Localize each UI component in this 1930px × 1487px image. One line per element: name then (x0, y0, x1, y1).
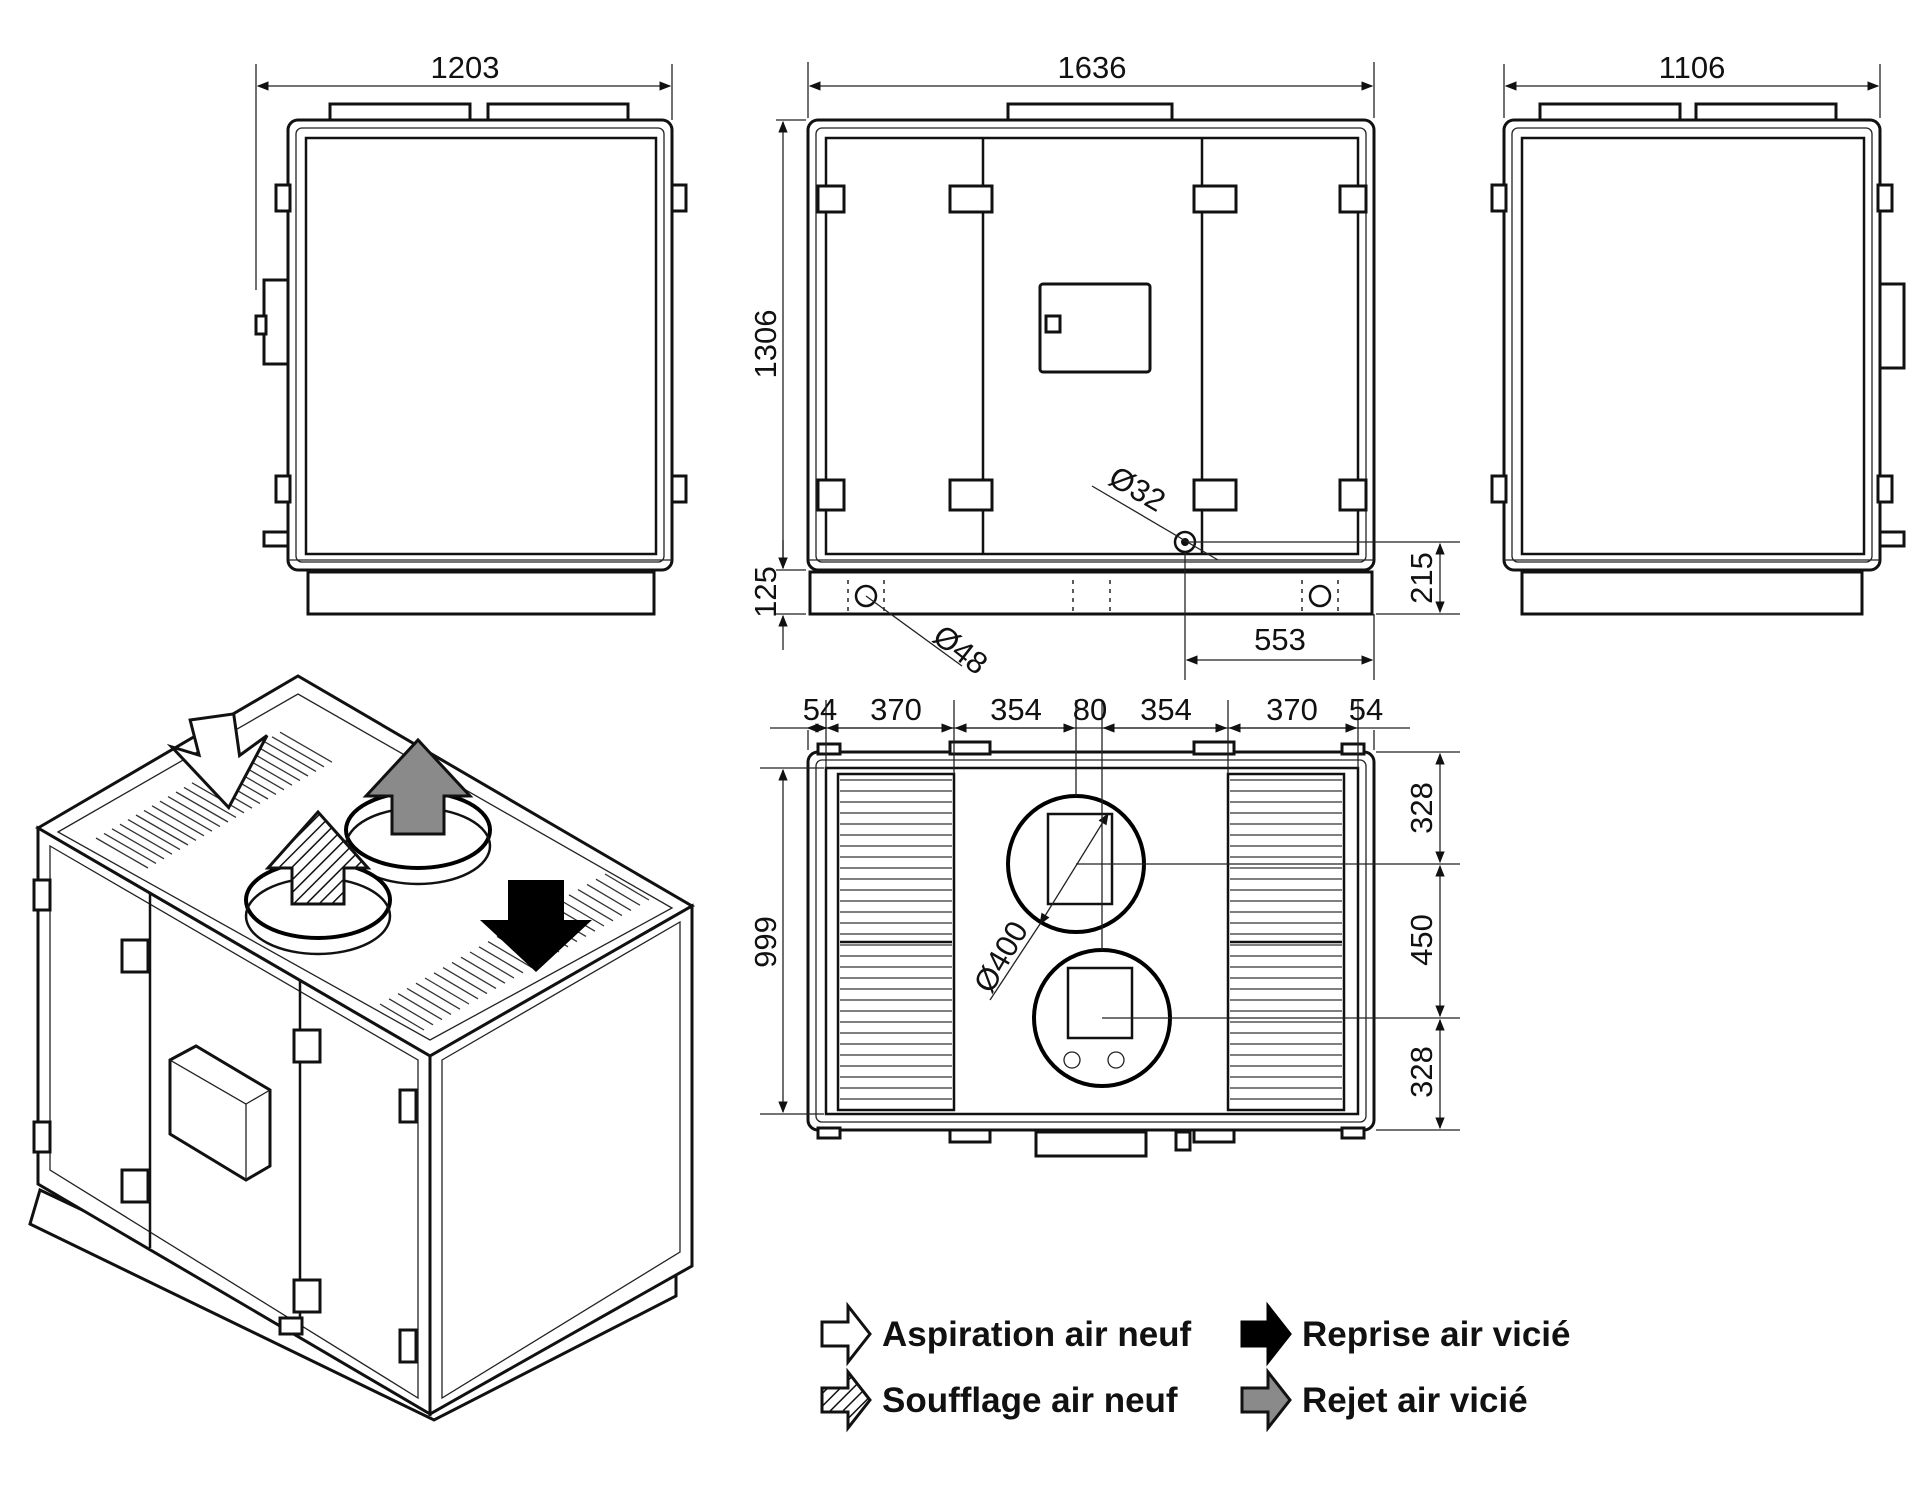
outline-arrow-icon (820, 1301, 872, 1367)
legend-soufflage: Soufflage air neuf (820, 1367, 1178, 1433)
iso-fin-line (183, 786, 237, 818)
dim-top-354-right: 354 (1140, 692, 1192, 727)
iso-fin-line (263, 740, 317, 772)
iso-fin-line (111, 828, 165, 860)
gray-arrow-icon (1240, 1367, 1292, 1433)
iso-fin-line (577, 889, 623, 917)
iso-fin-line (559, 899, 605, 927)
iso-fin-line (406, 987, 452, 1015)
iso-fin-line (255, 745, 309, 777)
iso-fin-line (151, 805, 205, 837)
dim-back-width: 1106 (1659, 50, 1726, 85)
dim-side-width: 1636 (1058, 50, 1127, 85)
dim-spigot-328-bottom: 328 (1404, 1046, 1439, 1098)
black-arrow-icon (1240, 1301, 1292, 1367)
dim-front-width: 1203 (431, 50, 500, 85)
iso-fin-line (586, 883, 632, 911)
reprise-arrow-icon (480, 880, 592, 972)
iso-fin-line (167, 796, 221, 828)
hatched-arrow-icon (820, 1367, 872, 1433)
iso-fin-line (271, 736, 325, 768)
legend-rejet: Rejet air vicié (1240, 1367, 1528, 1433)
iso-fin-line (451, 961, 497, 989)
iso-fin-line (397, 993, 443, 1021)
side-view: 1636 1306 125 Ø32 Ø48 215 553 (748, 50, 1460, 682)
dim-top-54-left: 54 (803, 692, 837, 727)
fins-left (840, 779, 952, 1100)
dim-top-370-left: 370 (870, 692, 922, 727)
iso-fin-line (568, 894, 614, 922)
dim-top-354-left: 354 (990, 692, 1042, 727)
iso-fin-line (95, 837, 149, 869)
iso-fin-line (415, 982, 461, 1010)
aspiration-arrow-icon (166, 712, 269, 811)
dim-top-54-right: 54 (1349, 692, 1383, 727)
iso-fin-line (478, 946, 524, 974)
iso-fin-line (103, 832, 157, 864)
iso-fin-line (487, 941, 533, 969)
dim-drain-offset: 553 (1254, 622, 1306, 657)
fins-right (1230, 779, 1342, 1100)
legend-rejet-label: Rejet air vicié (1302, 1381, 1528, 1420)
dim-height: 1306 (748, 310, 783, 379)
legend-aspiration-label: Aspiration air neuf (882, 1315, 1192, 1354)
iso-fin-line (119, 823, 173, 855)
dim-base-height: 125 (748, 566, 783, 618)
legend-reprise-label: Reprise air vicié (1302, 1315, 1571, 1354)
iso-fin-line (460, 956, 506, 984)
top-view: Ø400 54 370 354 80 354 370 54 999 (748, 692, 1460, 1158)
rejet-arrow-icon (362, 737, 474, 836)
iso-fin-line (604, 873, 650, 901)
iso-fin-line (442, 967, 488, 995)
dim-depth: 999 (748, 916, 783, 968)
iso-fin-line (175, 791, 229, 823)
iso-fin-line (595, 878, 641, 906)
iso-fin-line (469, 951, 515, 979)
iso-fin-line (388, 998, 434, 1026)
legend-reprise: Reprise air vicié (1240, 1301, 1571, 1367)
hinge-icon (816, 184, 1368, 512)
legend: Aspiration air neuf Soufflage air neuf R… (820, 1301, 1571, 1433)
dim-top-370-right: 370 (1266, 692, 1318, 727)
iso-fin-line (424, 977, 470, 1005)
iso-fin-line (379, 1003, 425, 1031)
iso-fin-line (143, 809, 197, 841)
dim-spigot-328-top: 328 (1404, 782, 1439, 834)
iso-fin-line (127, 819, 181, 851)
dim-lift-hole-diameter: Ø48 (927, 618, 995, 682)
iso-fin-line (135, 814, 189, 846)
iso-fin-line (279, 731, 333, 763)
dim-drain-height: 215 (1404, 552, 1439, 604)
legend-soufflage-label: Soufflage air neuf (882, 1381, 1178, 1420)
legend-aspiration: Aspiration air neuf (820, 1301, 1192, 1367)
front-view: 1203 (254, 50, 688, 616)
soufflage-arrow-icon (264, 809, 372, 906)
back-view: 1106 (1490, 50, 1906, 616)
dim-top-80: 80 (1073, 692, 1107, 727)
isometric-view (28, 674, 695, 1422)
iso-fin-line (159, 800, 213, 832)
iso-fin-line (433, 972, 479, 1000)
dim-spigot-450: 450 (1404, 914, 1439, 966)
